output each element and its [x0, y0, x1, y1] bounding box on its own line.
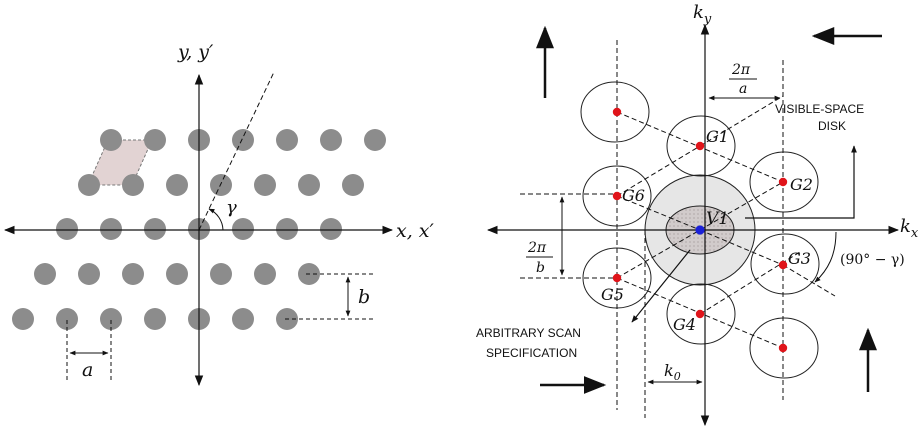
lobe-circle [580, 81, 650, 143]
g6-point [612, 191, 622, 201]
g1-point [695, 141, 705, 151]
two-pi-over-b-denominator: b [536, 260, 545, 276]
g1-label: G1 [706, 127, 729, 146]
lattice-dot [210, 174, 232, 196]
right-panel: ky kx 2π a 2π b k0 V1 G1 G2 G3 G4 G5 G6 … [476, 2, 919, 427]
lattice-dot [78, 174, 100, 196]
lattice-dot [78, 263, 100, 285]
y-axis-label: y, y′ [177, 41, 214, 63]
g5-label: G5 [601, 285, 624, 304]
lattice-dot [166, 263, 188, 285]
two-pi-over-b-numerator: 2π [527, 240, 547, 256]
k0-label: k0 [664, 361, 681, 383]
lobe-circle [749, 317, 819, 379]
lattice-dot [122, 263, 144, 285]
v1-label: V1 [706, 209, 729, 229]
a-label: a [82, 359, 93, 381]
x-axis-label: x, x′ [396, 220, 435, 242]
lattice-dot [34, 263, 56, 285]
lattice-dot [320, 129, 342, 151]
g3-label: G3 [788, 249, 811, 268]
lattice-dot [12, 308, 34, 330]
v1-point [695, 225, 705, 235]
lobe-point [612, 107, 622, 117]
lattice-dot [144, 129, 166, 151]
lattice-dot [100, 308, 122, 330]
lattice-dot [254, 263, 276, 285]
lattice-dot [298, 174, 320, 196]
b-label: b [358, 286, 370, 308]
g3-point [778, 260, 788, 270]
visible-space-callout [745, 145, 857, 219]
g2-point [778, 177, 788, 187]
g5-point [612, 273, 622, 283]
angle-arc [814, 231, 837, 283]
left-panel: y, y′ x, x′ γ b a [3, 41, 435, 387]
g4-point [695, 309, 705, 319]
lobe-point [778, 343, 788, 353]
lattice-dot [232, 129, 254, 151]
angle-expression: (90° − γ) [840, 252, 905, 268]
gamma-label: γ [226, 197, 237, 218]
lattice-dot [342, 174, 364, 196]
scan-spec-label-line1: ARBITRARY SCAN [476, 326, 581, 340]
ky-label: ky [693, 2, 712, 27]
lattice-dot [56, 218, 78, 240]
lattice-dot [232, 218, 254, 240]
two-pi-over-a-numerator: 2π [731, 62, 751, 78]
lattice-dot [232, 308, 254, 330]
lattice-dot [56, 308, 78, 330]
g2-label: G2 [790, 175, 813, 194]
visible-space-label-line1: VISIBLE-SPACE [775, 102, 864, 116]
lattice-dot [122, 174, 144, 196]
gamma-arc [208, 208, 224, 231]
lattice-dot [320, 218, 342, 240]
g4-label: G4 [673, 315, 696, 334]
lattice-dot [210, 263, 232, 285]
lattice-dot [100, 129, 122, 151]
visible-space-label-line2: DISK [818, 119, 846, 133]
grating-lobe-circles [580, 81, 820, 379]
unit-cell [87, 139, 153, 186]
scan-spec-label-line2: SPECIFICATION [486, 346, 577, 360]
lattice-dot [166, 174, 188, 196]
lattice-direction-line [198, 71, 275, 231]
kx-label: kx [900, 216, 919, 241]
lattice-dot [144, 218, 166, 240]
lattice-dot [364, 129, 386, 151]
lattice-dot [276, 218, 298, 240]
grating-lobe-points [612, 107, 788, 353]
g6-label: G6 [622, 186, 645, 205]
two-pi-over-a-denominator: a [739, 81, 747, 97]
lattice-dot [276, 129, 298, 151]
lattice-dot [254, 174, 276, 196]
lattice-dot [100, 218, 122, 240]
lattice-dot [144, 308, 166, 330]
lobe-circle [749, 151, 819, 213]
scan-callout [631, 249, 691, 323]
